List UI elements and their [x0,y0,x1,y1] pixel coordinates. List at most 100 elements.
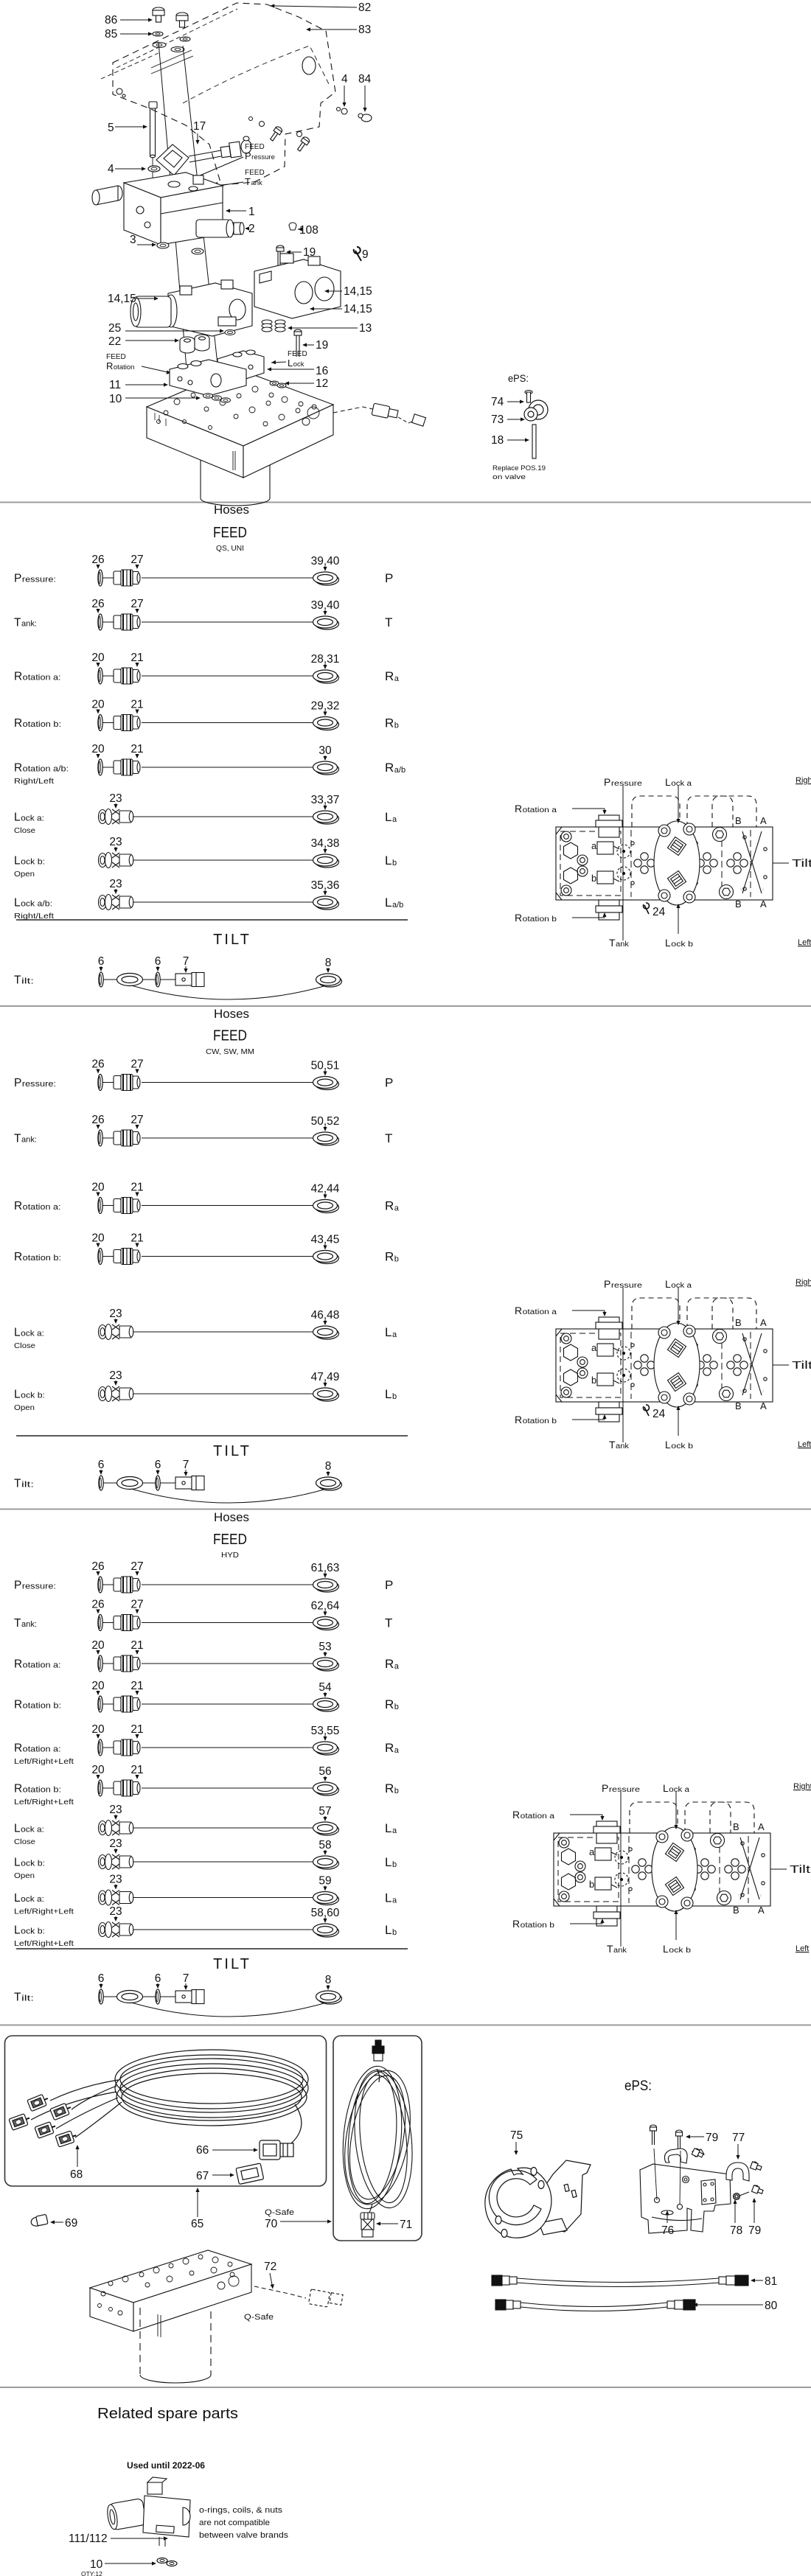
svg-text:67: 67 [196,2170,209,2182]
svg-text:Hoses: Hoses [214,503,249,517]
svg-text:6: 6 [98,1972,105,1985]
svg-text:Left: Left [798,1440,811,1449]
svg-text:R: R [515,803,522,814]
svg-text:Left: Left [796,1944,809,1953]
svg-text:otation a/b:: otation a/b: [23,765,69,774]
svg-text:26: 26 [91,554,104,566]
svg-text:L: L [663,1782,669,1794]
svg-text:B: B [735,1400,742,1411]
svg-text:R: R [14,671,22,683]
svg-text:Right: Right [796,1278,811,1287]
svg-text:T: T [385,615,392,629]
svg-text:86: 86 [105,14,117,27]
svg-text:111/112: 111/112 [69,2533,108,2545]
svg-text:otation a:: otation a: [23,1661,61,1670]
svg-text:20: 20 [91,1764,105,1776]
svg-text:Tilt: Tilt [790,1863,811,1876]
svg-text:27: 27 [130,1058,143,1071]
svg-text:B: B [735,898,742,910]
svg-text:ock a/b:: ock a/b: [21,900,52,909]
svg-text:21: 21 [130,652,143,664]
svg-text:R: R [512,1809,520,1821]
svg-text:L: L [665,776,671,788]
svg-text:Rotation: Rotation [106,360,134,371]
svg-text:77: 77 [732,2132,745,2144]
svg-text:La: La [385,1325,397,1339]
svg-text:50,51: 50,51 [311,1060,340,1072]
svg-text:A: A [760,1400,767,1411]
svg-text:83: 83 [358,24,371,36]
svg-text:14,15: 14,15 [344,303,372,315]
svg-text:12: 12 [316,377,328,390]
svg-text:Hoses: Hoses [214,1511,249,1524]
svg-text:ock a:: ock a: [21,1330,44,1338]
svg-text:23: 23 [109,836,122,848]
svg-text:L: L [663,1943,669,1955]
svg-text:21: 21 [130,699,143,711]
svg-text:Open: Open [14,1871,35,1880]
svg-text:7: 7 [183,1972,189,1985]
svg-text:39,40: 39,40 [311,599,340,612]
svg-text:P: P [385,1076,393,1090]
svg-text:58,60: 58,60 [311,1907,340,1919]
svg-text:ePS:: ePS: [508,372,529,384]
svg-text:Rb: Rb [385,716,399,730]
svg-text:8: 8 [325,1460,332,1473]
svg-text:26: 26 [91,1058,104,1071]
svg-text:53,55: 53,55 [311,1725,340,1737]
svg-text:8: 8 [325,957,332,969]
svg-text:21: 21 [130,1232,143,1245]
svg-text:21: 21 [130,1181,143,1194]
svg-text:8: 8 [325,1974,332,1986]
svg-text:T: T [385,1616,392,1630]
svg-text:Pressure: Pressure [245,150,275,161]
svg-text:otation a:: otation a: [23,674,61,683]
svg-text:23: 23 [109,1874,122,1886]
svg-text:Ra: Ra [385,1199,400,1213]
svg-text:20: 20 [91,1680,105,1692]
svg-text:Open: Open [14,870,35,879]
svg-text:79: 79 [748,2224,761,2237]
svg-text:T: T [14,1992,21,2004]
svg-text:R: R [14,1699,22,1711]
svg-text:74: 74 [491,396,504,408]
svg-text:Related spare parts: Related spare parts [97,2406,238,2422]
svg-text:T: T [14,617,21,629]
svg-text:on valve: on valve [492,473,526,481]
svg-text:R: R [515,1414,522,1425]
svg-text:25: 25 [108,322,121,335]
svg-text:ank:: ank: [21,620,37,629]
svg-text:Ra: Ra [385,1657,400,1671]
svg-text:ressure:: ressure: [22,1080,56,1089]
svg-text:Lock: Lock [288,357,304,369]
svg-text:ressure: ressure [609,1786,641,1794]
svg-text:20: 20 [91,1232,105,1245]
svg-text:35,36: 35,36 [311,879,340,892]
svg-text:b: b [591,873,596,884]
svg-text:Right: Right [796,776,811,785]
svg-text:17: 17 [193,120,206,133]
svg-text:80: 80 [765,2300,778,2312]
svg-text:otation b: otation b [521,1921,555,1930]
svg-text:24: 24 [652,1408,666,1420]
svg-text:QS, UNI: QS, UNI [216,544,244,553]
svg-text:7: 7 [183,955,189,968]
svg-text:6: 6 [155,1972,161,1985]
svg-text:Tilt: Tilt [792,857,811,870]
svg-text:TILT: TILT [213,1956,251,1972]
svg-text:27: 27 [130,598,143,610]
svg-text:43,45: 43,45 [311,1234,340,1246]
svg-text:HYD: HYD [221,1551,239,1560]
svg-text:ank: ank [616,1442,630,1451]
svg-text:a: a [591,840,597,851]
svg-text:75: 75 [510,2129,523,2142]
svg-text:85: 85 [105,28,117,41]
svg-text:ock b:: ock b: [21,1927,45,1936]
svg-text:B: B [733,1821,739,1832]
svg-text:otation a:: otation a: [23,1203,61,1212]
svg-text:P: P [385,571,393,585]
svg-text:CW, SW, MM: CW, SW, MM [206,1047,254,1056]
svg-text:46,48: 46,48 [311,1309,340,1322]
svg-text:R: R [515,912,522,924]
svg-text:20: 20 [91,743,105,755]
